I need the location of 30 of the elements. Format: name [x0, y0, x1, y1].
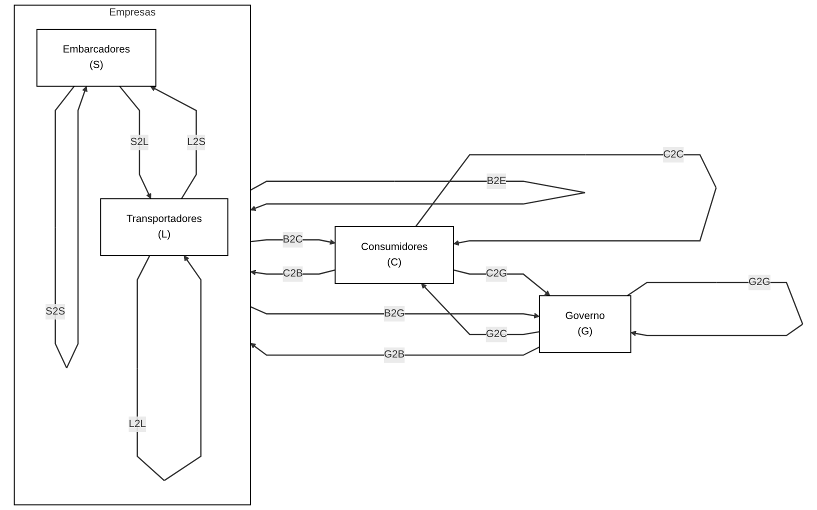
- node-box: Transportadores (L): [100, 198, 228, 256]
- edge-label: L2L: [128, 418, 146, 430]
- edge-label: B2G: [384, 308, 405, 319]
- edge-label: G2B: [384, 349, 405, 360]
- edge-label: S2L: [130, 136, 149, 148]
- arrow: [415, 154, 717, 246]
- arrow: [150, 86, 197, 200]
- arrow: [250, 269, 336, 276]
- node-box: Governo (G): [538, 295, 632, 354]
- edge-label: G2G: [748, 276, 770, 288]
- edge-label: G2C: [486, 328, 508, 340]
- arrow: [250, 306, 540, 318]
- edge-label: C2C: [663, 148, 684, 160]
- arrow: [421, 283, 540, 336]
- node-box: Embarcadores (S): [36, 28, 156, 87]
- arrow: [54, 86, 88, 368]
- arrow: [250, 239, 336, 245]
- arrow: [453, 269, 550, 296]
- edge-label: B2E: [486, 175, 506, 186]
- edge-label: B2C: [282, 234, 303, 245]
- edge-label: C2G: [486, 268, 508, 280]
- arrow: [250, 342, 540, 356]
- arrow: [136, 255, 202, 482]
- arrow: [119, 86, 152, 199]
- edge-label: L2S: [187, 136, 206, 148]
- arrow: [626, 282, 804, 336]
- arrow: [250, 180, 586, 211]
- edge-label: S2S: [46, 306, 66, 317]
- edge-label: C2B: [282, 268, 303, 280]
- node-box: Consumidores (C): [334, 226, 454, 284]
